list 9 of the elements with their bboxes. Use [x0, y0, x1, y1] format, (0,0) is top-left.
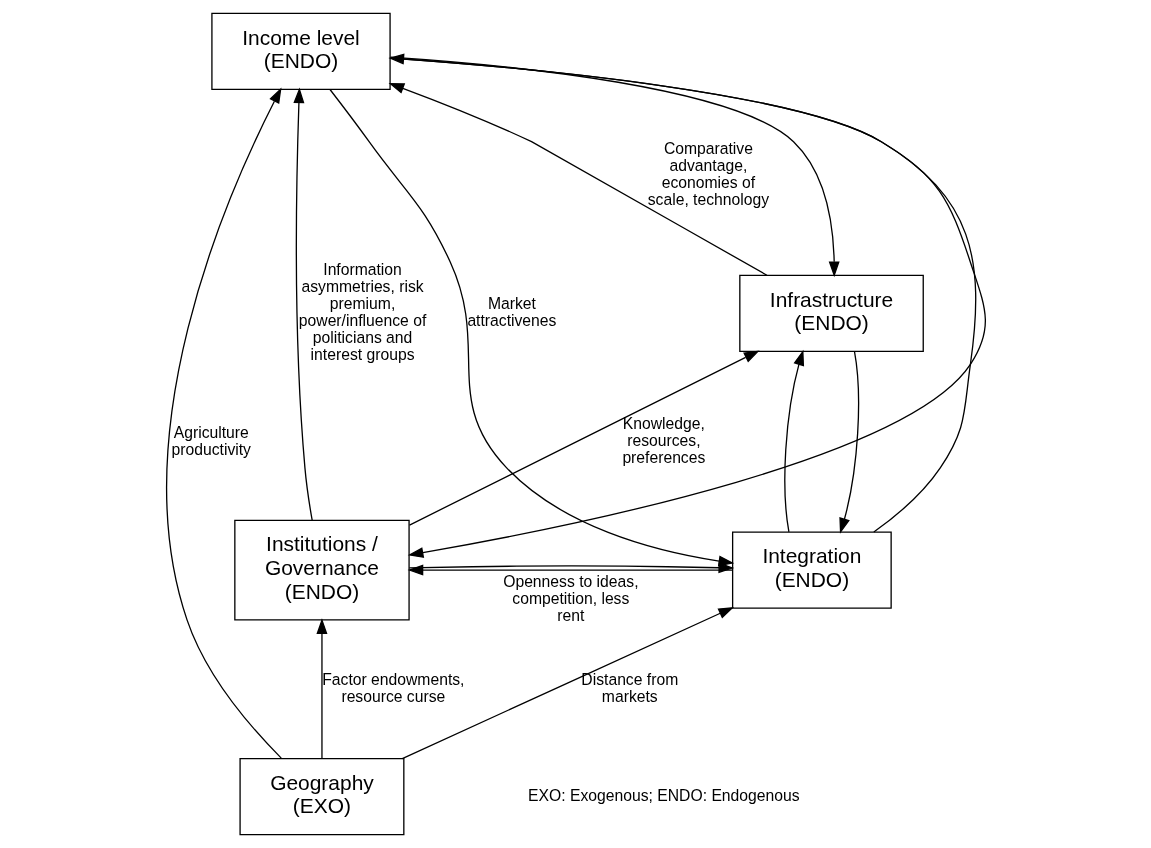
- edge-label: Agriculture productivity: [171, 423, 251, 458]
- edge-label: Distance from markets: [580, 670, 678, 705]
- edge-label: Knowledge, resources, preferences: [621, 415, 705, 467]
- edge-label: Information asymmetries, risk premium, power/influence of politicians and interest groups: [298, 260, 426, 363]
- edge-label: Market attractivenes: [466, 294, 556, 329]
- edge-label: Openness to ideas, competition, less rent: [502, 572, 639, 624]
- edge-label: Factor endowments, resource curse: [321, 670, 464, 705]
- label: EXO: Exogenous; ENDO: Endogenous: [527, 786, 800, 804]
- edge-label: Comparative advantage, economies of scale, technology: [647, 140, 769, 209]
